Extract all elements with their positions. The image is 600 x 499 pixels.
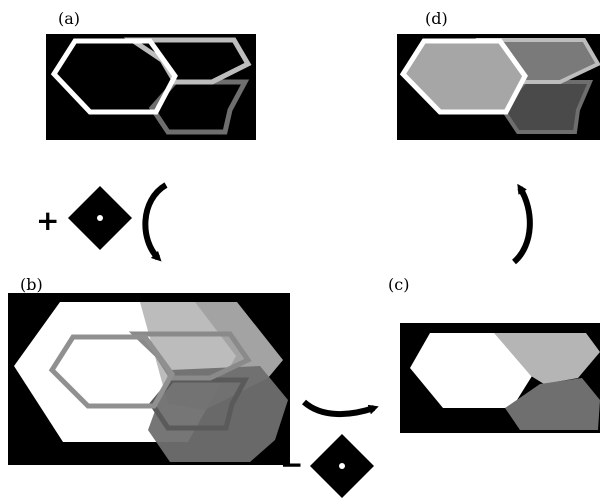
panel-c-eroded-lower bbox=[505, 378, 600, 430]
panel-d-label: (d) bbox=[425, 9, 448, 28]
center-dot-icon-2 bbox=[339, 463, 345, 469]
panel-c-eroded-left bbox=[410, 333, 532, 408]
panel-a-hex-left bbox=[50, 38, 178, 115]
structuring-element-icon-top bbox=[68, 186, 132, 250]
panel-c bbox=[400, 323, 600, 433]
panel-d bbox=[397, 34, 600, 140]
panel-d-hex-left bbox=[399, 38, 528, 115]
subtract-sign: − bbox=[280, 448, 303, 481]
center-dot-icon bbox=[97, 215, 103, 221]
panel-a bbox=[46, 34, 256, 140]
arrow-c-to-d-icon bbox=[511, 183, 533, 265]
panel-c-label: (c) bbox=[388, 275, 409, 294]
structuring-element-icon-bottom bbox=[310, 434, 374, 498]
panel-b bbox=[8, 293, 290, 465]
panel-b-orig-left bbox=[48, 334, 175, 409]
add-sign: + bbox=[36, 204, 59, 237]
panel-a-label: (a) bbox=[58, 9, 80, 28]
panel-a-hex-lower bbox=[148, 79, 250, 135]
panel-b-label: (b) bbox=[20, 275, 43, 294]
arrow-b-to-c-icon bbox=[302, 399, 379, 418]
arrow-a-to-b-icon bbox=[142, 182, 168, 262]
panel-b-dilated-lower bbox=[148, 366, 288, 462]
panel-c-eroded-upper bbox=[494, 333, 600, 384]
